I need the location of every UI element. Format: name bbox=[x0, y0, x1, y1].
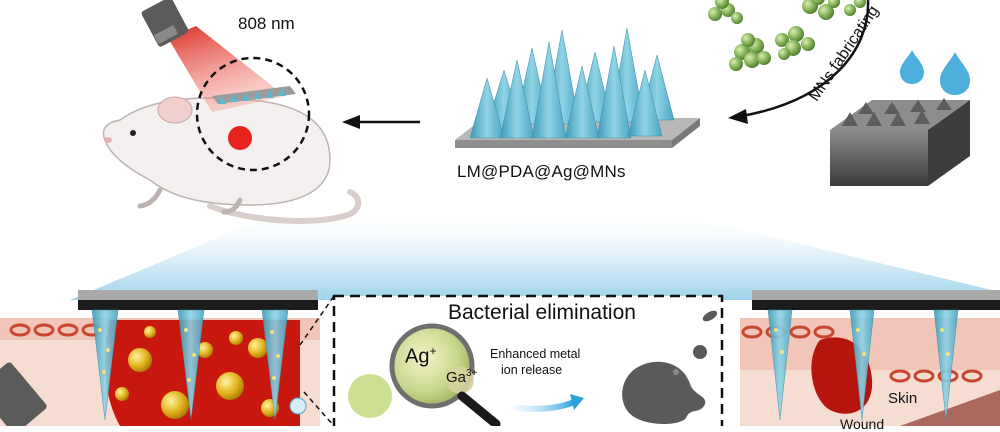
enhanced-release-label-line1: Enhanced metal bbox=[490, 347, 581, 361]
gallium-symbol: Ga bbox=[446, 369, 467, 386]
laser-spot bbox=[228, 126, 252, 150]
magnifier-icon bbox=[348, 323, 501, 426]
left-tissue-panel bbox=[0, 290, 320, 426]
microneedle-patch bbox=[455, 27, 700, 148]
patch-label: LM@PDA@Ag@MNs bbox=[457, 162, 626, 181]
droplet-icon bbox=[900, 50, 970, 95]
silver-symbol: Ag bbox=[405, 345, 430, 368]
laser-device-top bbox=[141, 0, 189, 47]
arrow-to-mouse bbox=[342, 115, 420, 129]
wound-label: Wound bbox=[840, 416, 885, 432]
inset-title: Bacterial elimination bbox=[448, 301, 636, 324]
inset-connector-bottom bbox=[303, 391, 335, 426]
silver-ion-label: Ag+ bbox=[405, 344, 436, 369]
release-arrowhead bbox=[570, 394, 584, 410]
fabrication-arrow bbox=[728, 0, 870, 124]
enhanced-release-label-line2: ion release bbox=[501, 363, 563, 377]
silver-charge: + bbox=[429, 344, 437, 358]
zoom-projection bbox=[70, 210, 1000, 300]
wavelength-label: 808 nm bbox=[238, 14, 295, 33]
applied-patch bbox=[212, 86, 296, 104]
release-arrow-icon bbox=[515, 399, 577, 412]
skin-label: Skin bbox=[888, 390, 918, 407]
inset-connector-top bbox=[299, 295, 335, 346]
gallium-ion-label: Ga3+ bbox=[446, 368, 477, 386]
mold-block bbox=[830, 98, 970, 186]
right-tissue-panel bbox=[740, 290, 1000, 426]
focus-circle bbox=[195, 56, 311, 172]
particle-clusters bbox=[708, 0, 866, 71]
mouse-illustration bbox=[102, 96, 362, 224]
bacterium-icon bbox=[622, 310, 718, 424]
gallium-charge: 3+ bbox=[466, 368, 478, 379]
